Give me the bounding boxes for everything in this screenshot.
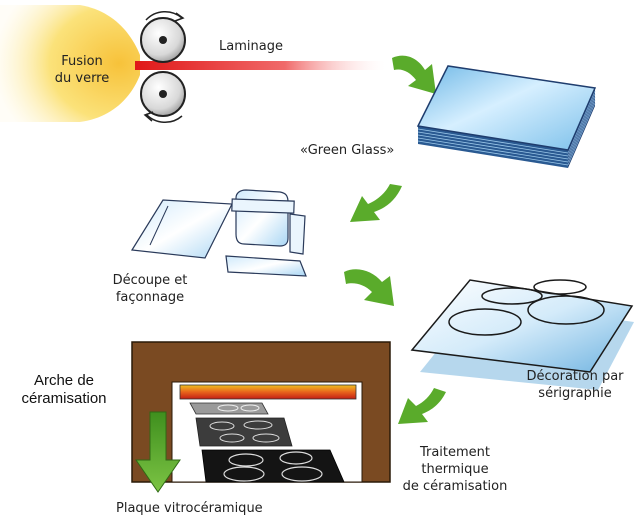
label-laminage: Laminage — [219, 39, 283, 54]
label-green-glass: «Green Glass» — [300, 143, 395, 158]
glass-stack — [416, 65, 597, 168]
label-fusion-line1: Fusion — [61, 54, 103, 69]
label-fusion-line2: du verre — [54, 71, 110, 86]
roller-bottom — [140, 71, 186, 124]
ceramization-furnace — [131, 341, 391, 483]
arrow-down-icon — [135, 411, 181, 493]
molten-glass — [0, 5, 140, 122]
label-arche-line1: Arche de — [33, 372, 95, 389]
label-traitement-line3: de céramisation — [402, 479, 508, 494]
decorated-plate — [410, 279, 634, 390]
label-traitement-line2: thermique — [421, 462, 489, 477]
label-fusion: Fusion du verre — [44, 53, 120, 87]
label-decoupe-line1: Découpe et — [112, 273, 188, 288]
arrow-icon — [344, 269, 394, 306]
label-arche-line2: céramisation — [21, 390, 107, 407]
arrow-icon — [392, 55, 436, 94]
label-decoupe-line2: façonnage — [115, 290, 185, 305]
roller-top — [140, 10, 186, 63]
label-arche: Arche de céramisation — [6, 372, 122, 408]
cut-glass-pieces — [130, 189, 307, 277]
label-traitement: Traitement thermique de céramisation — [390, 444, 520, 495]
label-decoupe: Découpe et façonnage — [100, 272, 200, 306]
label-traitement-line1: Traitement — [419, 445, 491, 460]
label-decoration: Décoration par sérigraphie — [516, 368, 634, 402]
arrow-icon — [350, 184, 402, 222]
label-decoration-line1: Décoration par — [526, 369, 624, 384]
label-plaque: Plaque vitrocéramique — [116, 501, 263, 516]
arrow-icon — [398, 388, 446, 424]
label-decoration-line2: sérigraphie — [538, 386, 612, 401]
glass-ribbon — [135, 61, 385, 70]
